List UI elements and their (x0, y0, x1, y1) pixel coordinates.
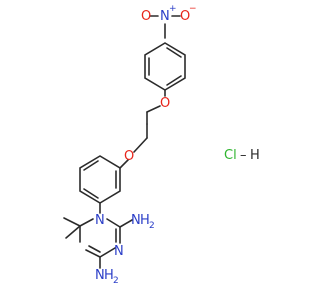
bonds (63, 15, 186, 269)
amine-top-h: H (140, 213, 150, 228)
atom-labels: O N + O − O O N N N H 2 N H 2 Cl – H (95, 4, 260, 286)
amine-bottom-subscript: 2 (113, 276, 119, 286)
mid-ring-inner-3 (83, 160, 99, 171)
molecule-structure-diagram: O N + O − O O N N N H 2 N H 2 Cl – H (63, 4, 260, 286)
bond-o-c1 (146, 105, 161, 113)
top-benzene-ring (144, 42, 186, 91)
bond-c3-o (133, 137, 148, 153)
top-ring-inner-2 (166, 75, 182, 86)
nitro-oxygen-left: O (141, 9, 151, 24)
bond-n3-c-bottom (99, 247, 116, 258)
bond-methyl-2 (65, 225, 81, 239)
amine-top-subscript: 2 (149, 221, 155, 231)
nitro-nitrogen-charge: + (169, 4, 177, 14)
amine-bottom-n: N (95, 268, 105, 283)
ether-oxygen-middle: O (124, 149, 134, 164)
bond-methyl-1 (63, 217, 81, 227)
salt-chlorine: Cl (224, 148, 237, 163)
salt-bond-separator: – (240, 148, 247, 163)
bond-cme2-n1 (79, 218, 94, 227)
bond-c-bottom-n5-double (88, 245, 101, 253)
salt-hydrogen: H (250, 148, 260, 163)
bond-c-top-nh2 (119, 219, 133, 228)
middle-benzene-ring (79, 155, 121, 204)
amine-bottom-h: H (104, 268, 114, 283)
nitro-oxygen-charge: − (189, 4, 197, 14)
nitro-oxygen-right: O (180, 9, 190, 24)
triazine-n3: N (114, 244, 124, 259)
top-ring-inner-1 (166, 47, 182, 58)
amine-top-n: N (131, 213, 141, 228)
mid-ring-inner-2 (83, 188, 99, 199)
triazine-n1: N (95, 213, 105, 228)
ether-oxygen-top: O (160, 96, 170, 111)
bond-ether-mid-ring (119, 159, 129, 169)
nitro-nitrogen: N (160, 9, 170, 24)
bond-c-bottom-n5 (85, 249, 101, 258)
bond-n1-c-top (106, 218, 121, 228)
